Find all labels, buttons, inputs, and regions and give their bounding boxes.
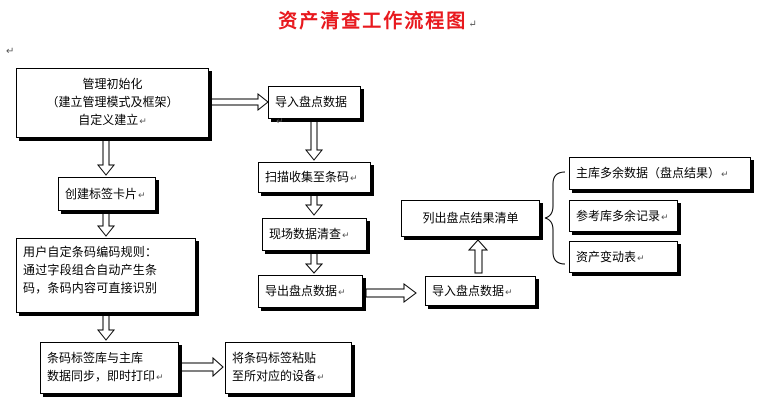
- title-text: 资产清查工作流程图: [278, 10, 468, 32]
- list-results-box: 列出盘点结果清单: [401, 200, 540, 237]
- import-data-box-2: 导入盘点数据↵: [425, 276, 536, 306]
- arrow-down-5: [304, 193, 324, 216]
- barcode-rules-box: 用户自定条码编码规则： 通过字段组合自动产生条 码，条码内容可直接识别: [16, 238, 196, 313]
- arrow-right-2: [209, 92, 269, 112]
- management-init-box: 管理初始化 （建立管理模式及框架） 自定义建立↵: [16, 68, 209, 138]
- arrow-down-6: [304, 251, 324, 274]
- import-data-box-1: 导入盘点数据↵: [268, 86, 361, 127]
- arrow-down-1: [96, 139, 116, 176]
- arrow-down-4: [304, 119, 324, 161]
- arrow-right-3: [365, 283, 417, 303]
- arrow-down-3: [96, 312, 116, 341]
- barcode-sync-box: 条码标签库与主库 数据同步，即时打印↵: [40, 342, 179, 394]
- attach-labels-box: 将条码标签粘贴 至所对应的设备↵: [225, 342, 352, 394]
- page-title: 资产清查工作流程图↵: [278, 10, 479, 32]
- arrow-right-1: [179, 356, 224, 378]
- asset-changes-box: 资产变动表↵: [569, 241, 678, 273]
- site-check-box: 现场数据清查↵: [262, 218, 367, 251]
- main-surplus-box: 主库多余数据（盘点结果）↵: [569, 157, 751, 190]
- arrow-down-2: [96, 211, 116, 237]
- brace-icon: [544, 171, 566, 265]
- export-data-box: 导出盘点数据↵: [258, 275, 363, 308]
- create-label-card-box: 创建标签卡片↵: [58, 177, 156, 211]
- paragraph-mark-icon: ↵: [6, 46, 15, 57]
- arrow-up-1: [467, 239, 489, 274]
- ref-surplus-box: 参考库多余记录↵: [569, 200, 678, 232]
- scan-barcodes-box: 扫描收集至条码↵: [258, 162, 371, 193]
